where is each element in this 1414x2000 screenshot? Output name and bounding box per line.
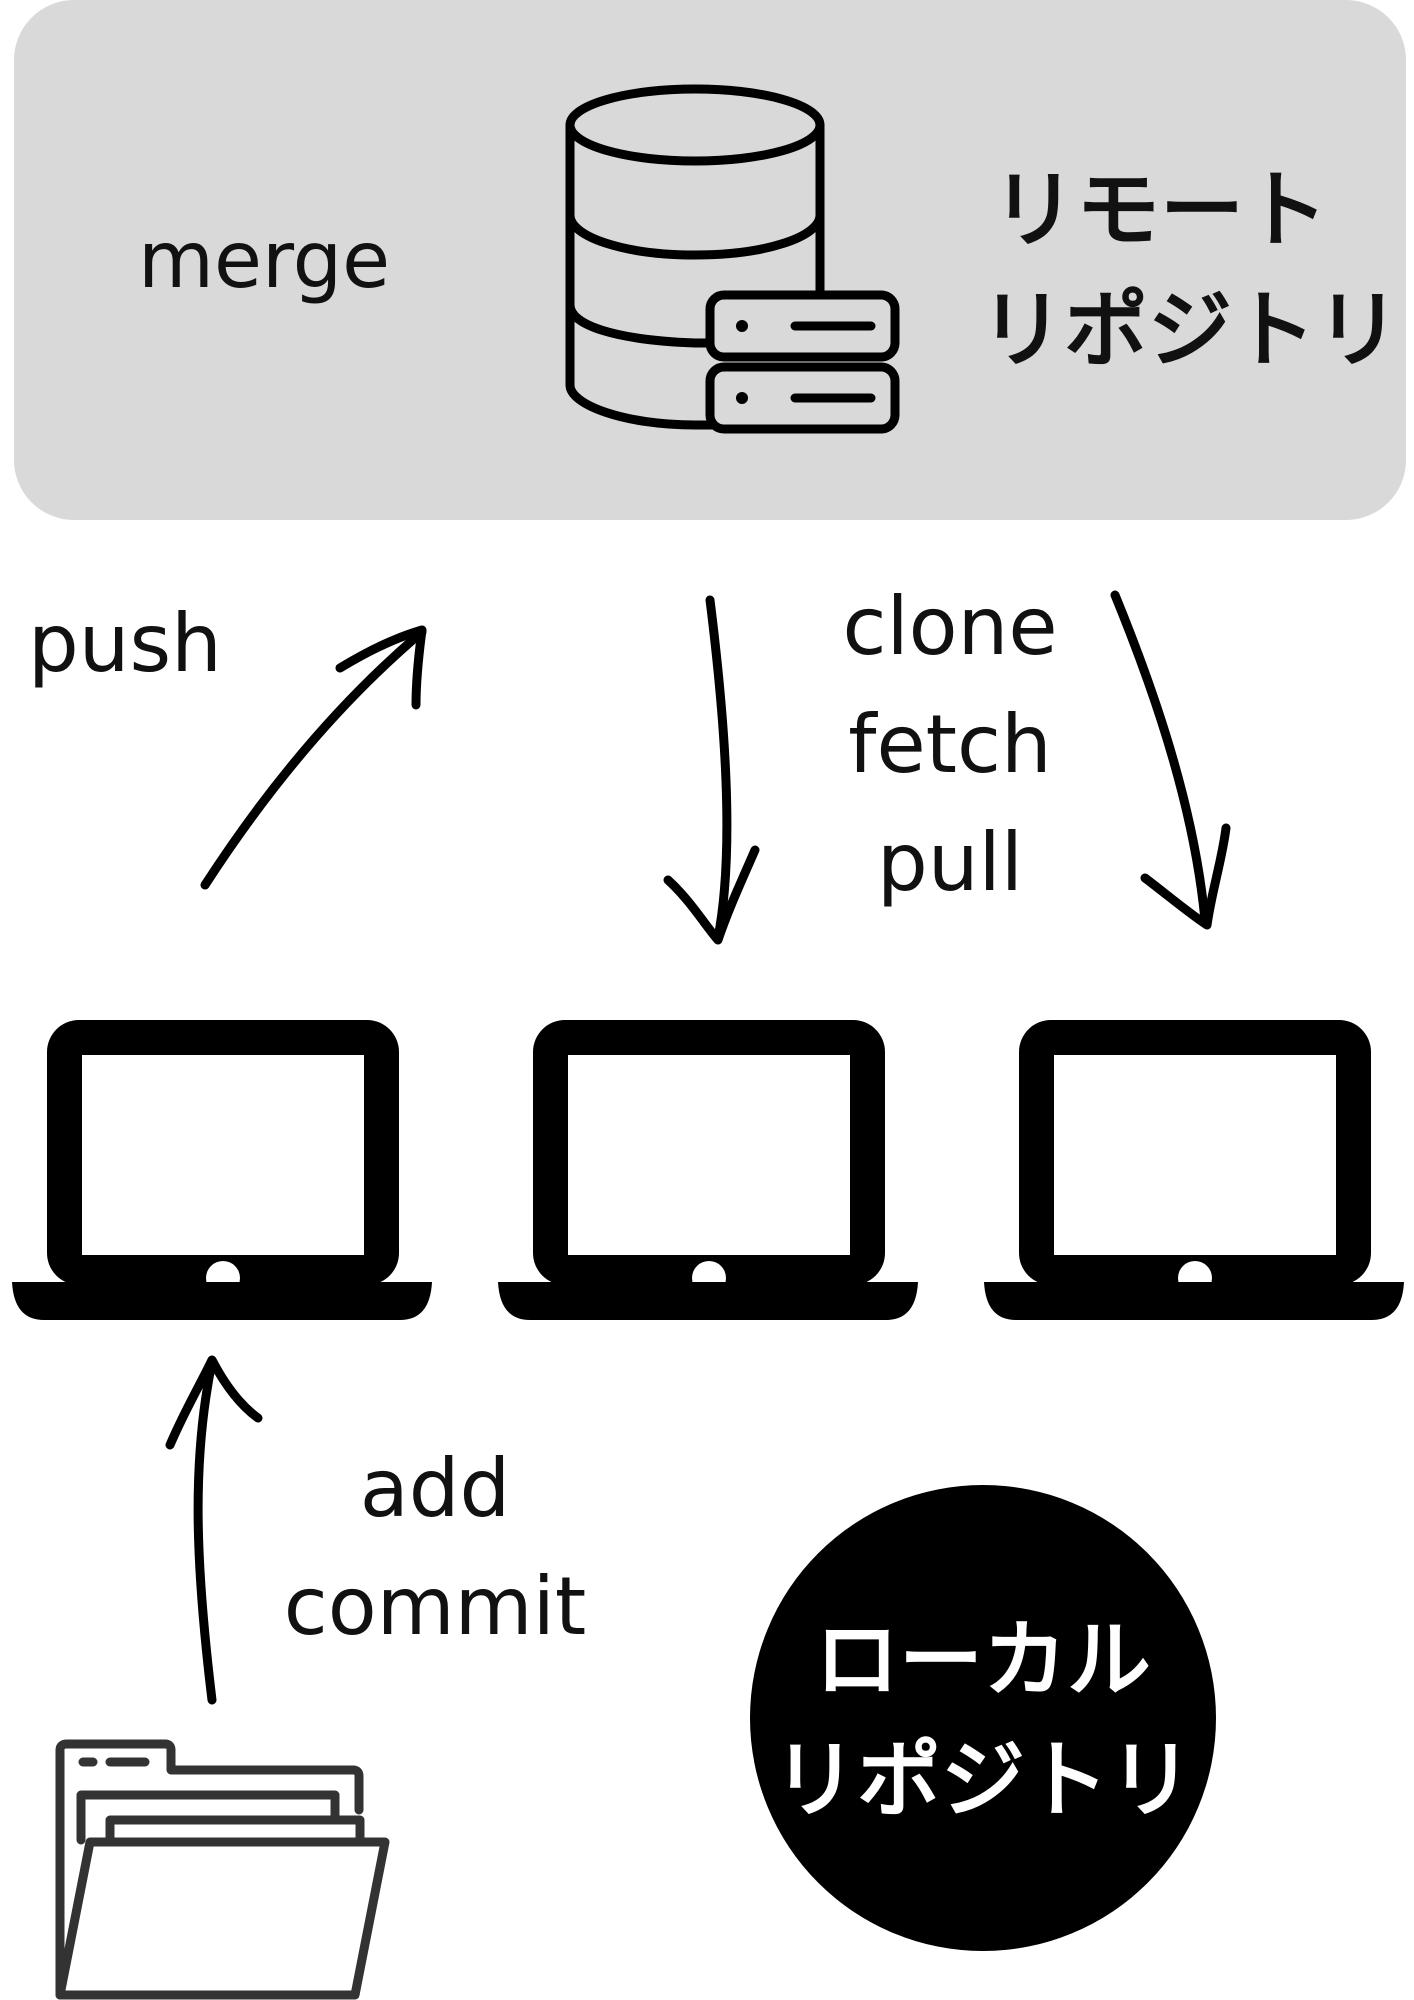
database-server-icon <box>565 84 900 434</box>
folder-icon <box>55 1739 390 2000</box>
laptop-icon <box>498 1020 918 1320</box>
remote-name-line2: リポジトリ <box>980 281 1401 379</box>
pull-label: pull <box>877 816 1023 909</box>
add-commit-label: add commit <box>270 1430 600 1666</box>
add-label: add <box>359 1442 511 1535</box>
commit-label: commit <box>283 1560 587 1653</box>
merge-label: merge <box>138 216 391 306</box>
laptop-icon <box>984 1020 1404 1320</box>
local-name-line2: リポジトリ <box>772 1731 1193 1829</box>
clone-fetch-pull-label: clone fetch pull <box>830 568 1070 922</box>
fetch-label: fetch <box>848 698 1052 791</box>
local-repository-name: ローカル リポジトリ <box>750 1600 1216 1840</box>
push-label: push <box>28 597 222 690</box>
local-name-line1: ローカル <box>814 1611 1151 1709</box>
laptop-icon <box>12 1020 432 1320</box>
remote-name-line1: リモート <box>991 161 1328 259</box>
clone-label: clone <box>842 580 1058 673</box>
local-repository-badge <box>750 1485 1216 1951</box>
remote-repository-name: リモート リポジトリ <box>980 150 1401 390</box>
